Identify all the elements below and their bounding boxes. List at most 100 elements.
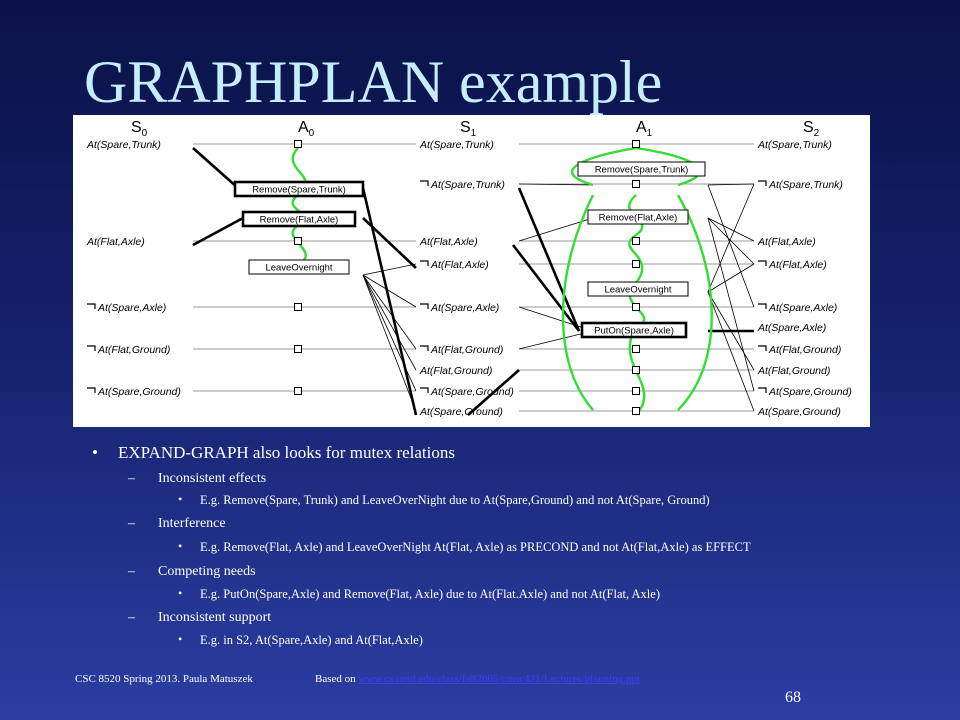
literal-text: At(Flat,Axle) [86,236,145,248]
action-label: Remove(Spare,Trunk) [595,165,689,176]
detail-competing-needs: • E.g. PutOn(Spare,Axle) and Remove(Flat… [178,586,660,602]
action-a0: LeaveOvernight [248,259,350,275]
literal-s1: At(Spare,Ground) [420,386,514,398]
literal-s0: At(Spare,Trunk) [86,139,161,151]
literal-s0: At(Flat,Ground) [87,344,170,356]
precondition-edge [707,217,755,242]
precondition-edge [707,217,755,265]
literal-text: At(Spare,Axle) [757,322,826,334]
precondition-edge [362,263,417,276]
effect-edge [361,187,418,416]
literal-s2: At(Spare,Trunk) [758,179,843,191]
literal-text: At(Spare,Ground) [757,406,841,418]
noop-square [294,140,302,148]
detail-interference: • E.g. Remove(Flat, Axle) and LeaveOverN… [178,539,751,555]
literal-s1: At(Flat,Ground) [419,365,492,377]
column-header: S2 [803,119,820,139]
literal-text: At(Spare,Trunk) [419,139,494,151]
noop-square [294,387,302,395]
mutex-arc [676,194,713,411]
main-bullet: • EXPAND-GRAPH also looks for mutex rela… [92,443,455,463]
literal-s2: At(Spare,Ground) [757,406,841,418]
mutex-arc [561,194,595,411]
action-box [241,210,357,228]
action-box [248,259,350,275]
detail-text: E.g. Remove(Spare, Trunk) and LeaveOverN… [200,493,710,507]
literal-text: At(Flat,Ground) [419,365,492,377]
sub-bullet-heading: Inconsistent support [158,610,272,625]
noop-square [632,366,640,374]
noop-square [632,260,640,268]
literal-text: At(Flat,Ground) [97,344,170,356]
action-label: Remove(Flat,Axle) [599,213,678,224]
action-a0: Remove(Flat,Axle) [241,210,357,228]
literal-s1: At(Spare,Trunk) [420,179,505,191]
sub-bullet-heading: Competing needs [158,564,256,579]
literal-s2: At(Flat,Ground) [758,344,841,356]
detail-text: E.g. PutOn(Spare,Axle) and Remove(Flat, … [200,587,660,601]
literal-text: At(Spare,Ground) [419,406,503,418]
precondition-edge [707,217,755,392]
noop-square [632,345,640,353]
literal-s2: At(Spare,Trunk) [757,139,832,151]
action-a1: LeaveOvernight [587,281,689,297]
precondition-edge [362,274,417,392]
column-subscript: 1 [471,128,477,139]
negation-icon [420,387,429,393]
negation-icon [87,303,96,309]
negation-icon [758,345,767,351]
precondition-edge [518,306,594,332]
literal-text: At(Spare,Axle) [768,302,837,314]
negation-icon [87,387,96,393]
negation-icon [420,345,429,351]
literal-text: At(Flat,Axle) [768,259,827,271]
detail-text: E.g. Remove(Flat, Axle) and LeaveOverNig… [200,540,751,554]
literal-s1: At(Spare,Ground) [419,406,503,418]
literal-s2: At(Spare,Axle) [757,322,826,334]
dash-icon: – [128,610,135,625]
bullet-dot-icon: • [178,539,183,553]
footer-based-label: Based on [315,673,356,685]
literal-text: At(Flat,Axle) [430,259,489,271]
effect-edge [511,244,581,332]
dash-icon: – [128,516,135,531]
literal-text: At(Spare,Ground) [97,386,181,398]
literal-s0: At(Flat,Axle) [86,236,145,248]
bullet-dot-icon: • [178,586,183,600]
effect-edge [517,187,581,332]
effect-edge [467,369,520,416]
negation-icon [758,303,767,309]
column-header: S0 [131,119,148,139]
column-subscript: 1 [647,128,653,139]
precondition-edge [707,184,755,308]
literal-text: At(Spare,Trunk) [757,139,832,151]
negation-icon [420,180,429,186]
action-box [587,281,689,297]
action-box [233,180,365,198]
action-label: LeaveOvernight [265,263,332,274]
action-box [587,209,689,225]
literal-text: At(Spare,Axle) [97,302,166,314]
sub-bullet-inconsistent-effects: – Inconsistent effects [128,471,266,487]
column-header: A0 [298,119,315,139]
negation-icon [758,180,767,186]
noop-square [632,237,640,245]
noop-square [632,387,640,395]
action-label: LeaveOvernight [604,285,671,296]
literal-s1: At(Flat,Axle) [419,236,478,248]
action-box [580,321,688,339]
literal-text: At(Flat,Ground) [430,344,503,356]
action-label: PutOn(Spare,Axle) [594,326,674,337]
literal-s2: At(Spare,Axle) [758,302,837,314]
action-a1: PutOn(Spare,Axle) [580,321,688,339]
negation-icon [420,303,429,309]
sub-bullet-inconsistent-support: – Inconsistent support [128,610,272,626]
literal-text: At(Spare,Trunk) [768,179,843,191]
detail-text: E.g. in S2, At(Spare,Axle) and At(Flat,A… [200,633,423,647]
literal-s1: At(Flat,Ground) [420,344,503,356]
action-a0: Remove(Spare,Trunk) [233,180,365,198]
bullet-dot-icon: • [178,632,183,646]
planning-graph-svg: Remove(Spare,Trunk) Remove(Flat,Axle) Leav… [86,119,852,418]
noop-square [294,237,302,245]
source-link[interactable]: www.cs.umd.edu/class/fall2005/cmsc421/Le… [358,673,640,685]
